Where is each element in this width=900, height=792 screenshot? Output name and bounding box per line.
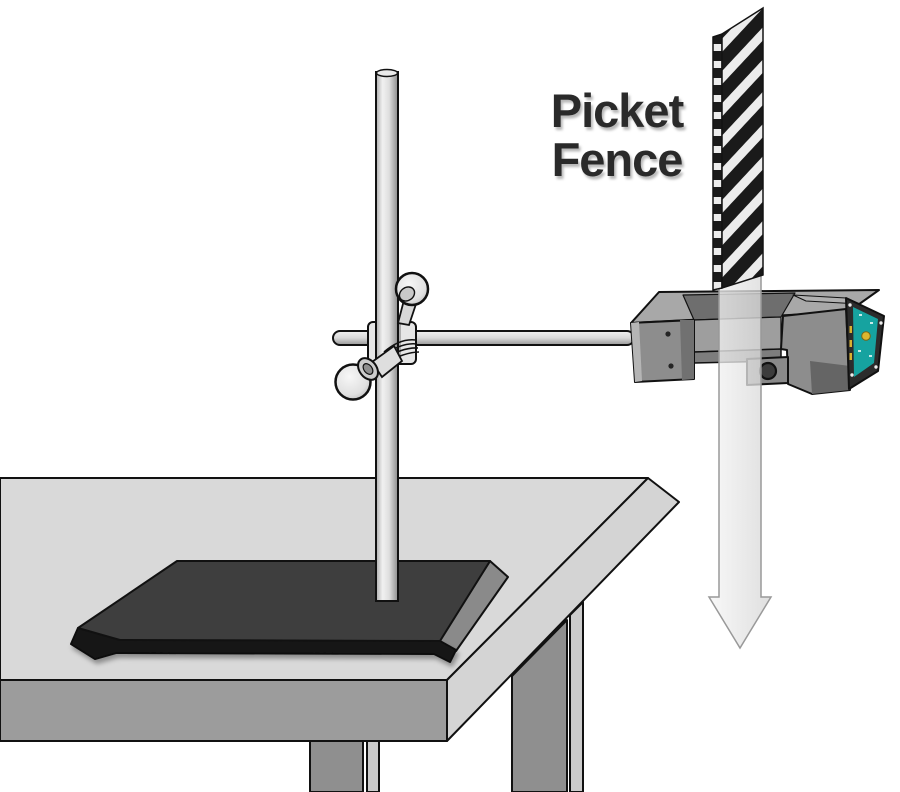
label-line-1: Picket	[551, 84, 685, 137]
photogate-label-markings	[848, 303, 883, 377]
down-arrow-icon	[707, 271, 773, 650]
screw-hole-bottom	[668, 363, 674, 369]
photogate-right-block-shadow	[810, 361, 850, 394]
support-rod	[375, 68, 399, 602]
photogate-left-arm-edge	[631, 322, 642, 382]
bottom-thumbscrew	[334, 344, 404, 401]
clamp-details	[334, 271, 430, 401]
picket-fence-front-face	[721, 6, 764, 290]
table-right-leg	[511, 619, 568, 792]
picket-fence-label: Picket Fence	[551, 84, 686, 186]
photogate-left-arm-shade	[680, 320, 694, 380]
table-front-leg	[309, 740, 364, 792]
photogate-label	[853, 307, 878, 377]
table-front-face	[0, 679, 448, 742]
mount-hole	[758, 361, 778, 381]
screw-hole-top	[665, 331, 671, 337]
motion-arrow	[707, 271, 773, 650]
label-led-dot	[861, 331, 871, 341]
picket-fence-side-face	[712, 32, 723, 291]
table-right-leg-highlight	[569, 601, 584, 792]
table-front-leg-highlight	[366, 740, 380, 792]
support-rod-cap	[375, 68, 399, 78]
picket-fence	[712, 6, 764, 291]
photogate-sensor	[630, 289, 885, 395]
top-thumbscrew-hub	[398, 286, 416, 302]
label-line-2: Fence	[552, 133, 683, 186]
top-thumbscrew	[394, 271, 430, 327]
support-rod-shaft	[375, 71, 399, 602]
bottom-thumbscrew-bore	[362, 363, 374, 375]
bottom-thumbscrew-shaft	[370, 344, 404, 379]
